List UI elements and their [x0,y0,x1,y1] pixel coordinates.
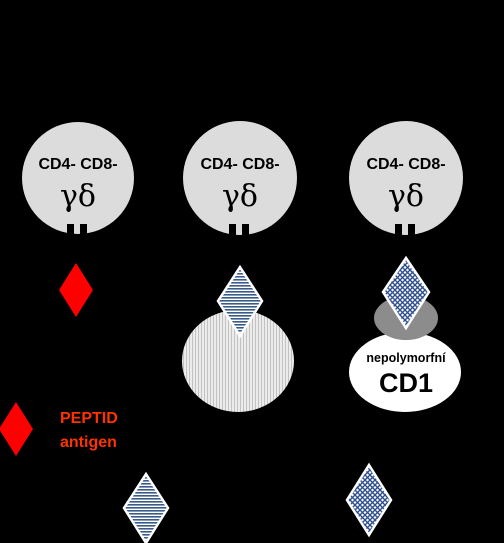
legend: PEPTID antigen [0,402,393,543]
t-cell-body [349,121,463,235]
t-cell-2: CD4- CD8- γδ [183,121,297,235]
cell-marker-label: CD4- CD8- [38,156,117,173]
lipid-antigen-diamond [381,255,431,331]
cell-marker-label: CD4- CD8- [200,156,279,173]
legend-antigen-label: antigen [60,434,117,451]
tcr-receptor [229,224,249,235]
lipid-antigen-legend-diamond [345,462,393,538]
legend-peptide-label: PEPTID [60,410,118,427]
cd1-name-label: CD1 [379,368,433,398]
tcr-receptor [395,224,415,235]
gamma-delta-label: γδ [222,179,258,214]
t-cell-1: CD4- CD8- γδ [22,122,134,235]
cd1-type-label: nepolymorfní [366,351,446,365]
cell-marker-label: CD4- CD8- [366,156,445,173]
nonpeptide-antigen-diamond [216,264,264,339]
t-cell-body [183,121,297,235]
t-cell-3: CD4- CD8- γδ [349,121,463,235]
gamma-delta-label: γδ [60,179,96,214]
gamma-delta-label: γδ [388,179,424,214]
t-cell-body [22,122,134,234]
peptide-antigen-legend-diamond [0,402,33,456]
nonpeptide-antigen-legend-diamond [122,471,170,543]
peptide-antigen-diamond [59,263,93,317]
tcr-receptor [67,224,87,235]
